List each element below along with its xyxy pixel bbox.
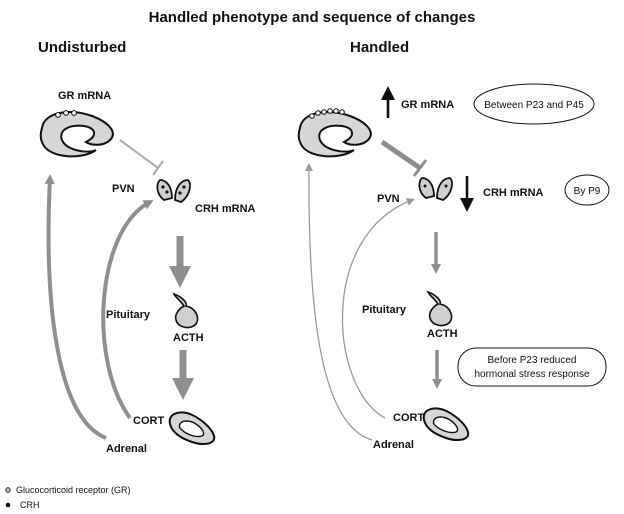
gr-receptor-icon <box>63 110 69 116</box>
gr-mrna-label: GR mRNA <box>58 90 111 102</box>
pituitary-label: Pituitary <box>362 304 407 316</box>
acth-label: ACTH <box>173 332 204 344</box>
adrenal-icon <box>422 407 470 441</box>
inhibition-line <box>119 139 164 176</box>
legend-gr-label: Glucocorticoid receptor (GR) <box>16 485 131 495</box>
note-gr-timing-text: Between P23 and P45 <box>484 100 584 111</box>
inhibition-line-thick <box>380 139 428 177</box>
legend-crh-label: CRH <box>20 500 40 510</box>
pvn-neurons-icon <box>418 177 453 201</box>
cort-label: CORT <box>133 415 164 427</box>
note-stress-line2: hormonal stress response <box>474 369 589 380</box>
gr-receptor-icon <box>309 113 315 119</box>
pituitary-label: Pituitary <box>106 309 151 321</box>
note-crh-timing-text: By P9 <box>574 186 601 197</box>
pvn-neurons-icon <box>156 179 191 203</box>
gr-mrna-label: GR mRNA <box>401 99 454 111</box>
crh-dot-icon <box>444 184 448 188</box>
hippocampus-icon <box>297 108 372 158</box>
adrenal-label: Adrenal <box>106 443 147 455</box>
adrenal-label: Adrenal <box>373 439 414 451</box>
panel-handled: Handled GR mRNA Between P23 and P45 PVN <box>297 39 610 451</box>
note-stress-response: Before P23 reduced hormonal stress respo… <box>457 347 607 387</box>
heading-undisturbed: Undisturbed <box>38 39 126 56</box>
pituitary-icon <box>172 292 199 329</box>
crh-dot-icon <box>165 190 169 194</box>
legend-gr-icon <box>5 487 11 493</box>
hippocampus-icon <box>39 110 114 158</box>
figure-title: Handled phenotype and sequence of change… <box>149 9 476 26</box>
note-gr-timing: Between P23 and P45 <box>473 83 595 125</box>
gr-receptor-icon <box>339 109 345 115</box>
crh-dot-icon <box>423 184 427 188</box>
gr-receptor-icon <box>321 109 327 115</box>
pvn-label: PVN <box>377 193 400 205</box>
gr-receptor-icon <box>71 110 77 116</box>
gr-receptor-icon <box>333 108 339 114</box>
panel-undisturbed: Undisturbed GR mRNA PVN CRH mRNA Pitui <box>38 39 256 455</box>
arrow-cort-to-pvn <box>341 198 415 419</box>
crh-mrna-label: CRH mRNA <box>195 203 256 215</box>
crh-mrna-label: CRH mRNA <box>483 187 544 199</box>
cort-label: CORT <box>393 412 424 424</box>
gr-receptor-icon <box>55 112 61 118</box>
heading-handled: Handled <box>350 39 409 56</box>
adrenal-icon <box>168 411 216 445</box>
acth-label: ACTH <box>427 328 458 340</box>
legend-crh-icon <box>5 502 11 508</box>
crh-dot-icon <box>178 191 182 195</box>
crh-dot-icon <box>182 185 186 189</box>
arrow-adrenal-to-hippocampus <box>304 163 373 441</box>
legend: Glucocorticoid receptor (GR) CRH <box>5 485 131 510</box>
pvn-label: PVN <box>112 183 135 195</box>
gr-receptor-icon <box>327 108 333 114</box>
crh-dot-icon <box>161 185 165 189</box>
arrow-adrenal-to-hippocampus <box>44 174 107 440</box>
note-stress-line1: Before P23 reduced <box>488 355 577 366</box>
arrow-cort-to-pvn <box>101 200 154 420</box>
pituitary-icon <box>426 290 453 327</box>
note-crh-timing: By P9 <box>564 174 610 206</box>
gr-receptor-icon <box>315 110 321 116</box>
